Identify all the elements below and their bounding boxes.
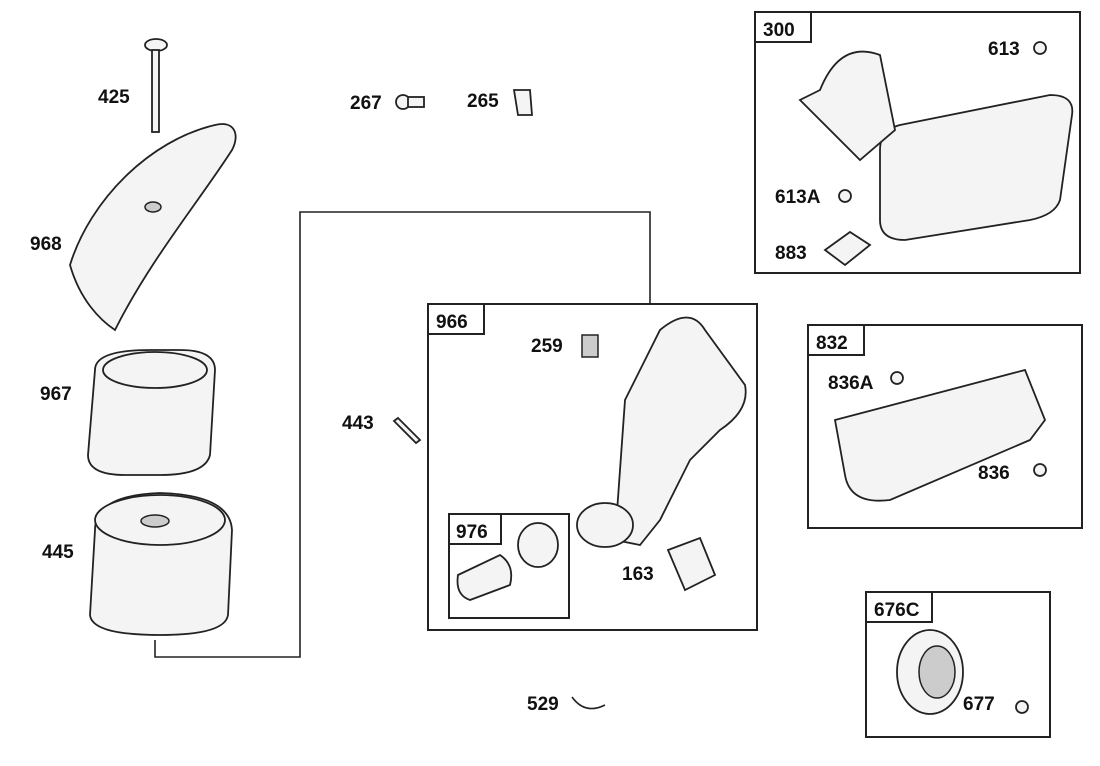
label-883: 883 bbox=[775, 243, 807, 264]
part-300-muffler[interactable] bbox=[879, 94, 1074, 241]
part-976-tube[interactable] bbox=[456, 553, 513, 601]
part-163-gasket[interactable] bbox=[666, 536, 717, 592]
group-300: 300 613 613A 883 bbox=[754, 11, 1081, 274]
part-259-clip[interactable] bbox=[581, 334, 599, 358]
label-163: 163 bbox=[622, 564, 654, 585]
part-976-ring[interactable] bbox=[517, 522, 559, 568]
label-613A: 613A bbox=[775, 187, 821, 208]
label-265: 265 bbox=[467, 91, 499, 112]
label-836: 836 bbox=[978, 463, 1010, 484]
group-832: 832 836A 836 bbox=[807, 324, 1083, 529]
label-443: 443 bbox=[342, 413, 374, 434]
label-967: 967 bbox=[40, 384, 72, 405]
label-968: 968 bbox=[30, 234, 62, 255]
part-966-base[interactable] bbox=[614, 316, 747, 546]
group-676C: 676C 677 bbox=[865, 591, 1051, 738]
group-976-title: 976 bbox=[456, 522, 488, 543]
part-613-screw[interactable] bbox=[1033, 41, 1047, 55]
part-676C-opening bbox=[918, 645, 956, 699]
part-836-screw[interactable] bbox=[1033, 463, 1047, 477]
connector-line bbox=[154, 211, 651, 658]
group-300-title: 300 bbox=[763, 20, 795, 41]
part-883-gasket[interactable] bbox=[823, 230, 872, 267]
part-300-pipe bbox=[798, 50, 896, 162]
part-968-cover[interactable] bbox=[69, 123, 237, 332]
part-836A-screw[interactable] bbox=[890, 371, 904, 385]
label-677: 677 bbox=[963, 694, 995, 715]
part-265-clip[interactable] bbox=[512, 89, 533, 116]
label-529: 529 bbox=[527, 694, 559, 715]
label-425: 425 bbox=[98, 87, 130, 108]
label-836A: 836A bbox=[828, 373, 874, 394]
part-425-bolt[interactable] bbox=[144, 38, 168, 133]
label-613: 613 bbox=[988, 39, 1020, 60]
group-966: 966 259 163 976 bbox=[427, 303, 758, 631]
label-259: 259 bbox=[531, 336, 563, 357]
part-967-precleaner[interactable] bbox=[87, 349, 216, 476]
part-445-air-filter[interactable] bbox=[89, 492, 233, 636]
part-613A-screw[interactable] bbox=[838, 189, 852, 203]
part-832-heat-shield[interactable] bbox=[833, 368, 1047, 502]
part-966-elbow bbox=[576, 502, 634, 548]
part-443-stud[interactable] bbox=[392, 416, 422, 445]
label-445: 445 bbox=[42, 542, 74, 563]
part-267-screw[interactable] bbox=[395, 94, 425, 110]
part-677-screw[interactable] bbox=[1015, 700, 1029, 714]
group-966-title: 966 bbox=[436, 312, 468, 333]
label-267: 267 bbox=[350, 93, 382, 114]
part-529-hose[interactable] bbox=[571, 696, 606, 710]
group-832-title: 832 bbox=[816, 333, 848, 354]
group-676C-title: 676C bbox=[874, 600, 920, 621]
